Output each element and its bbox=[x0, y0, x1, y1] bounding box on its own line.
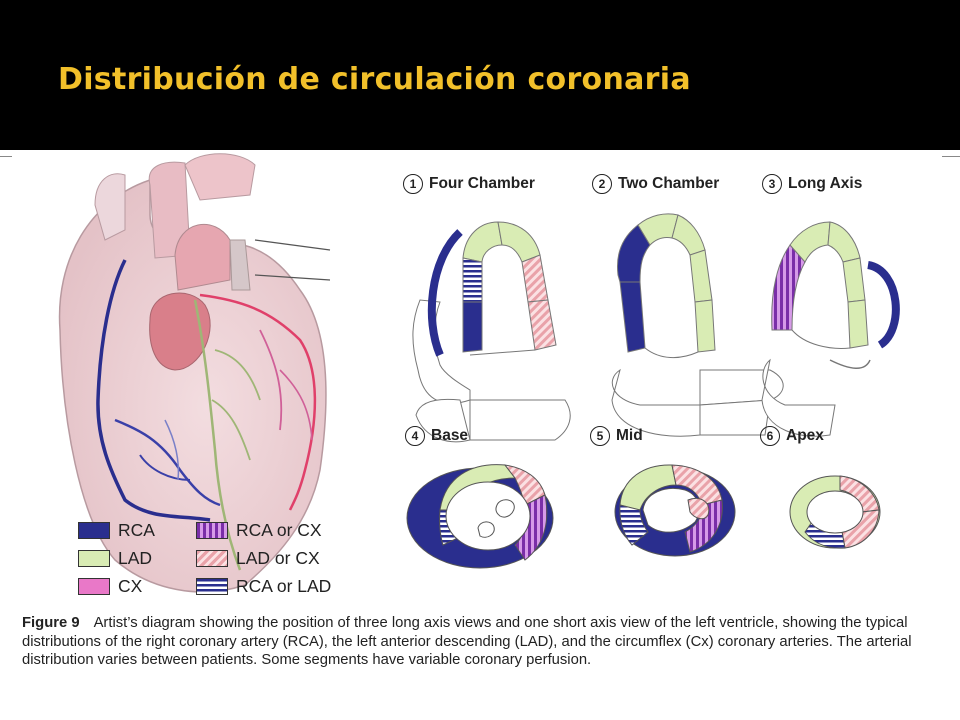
apex-short-axis bbox=[789, 475, 881, 549]
legend-rca: RCA bbox=[78, 520, 155, 541]
legend-swatch-rca-or-cx bbox=[196, 522, 228, 539]
mid-short-axis bbox=[614, 464, 736, 557]
long-axis-view bbox=[761, 221, 900, 437]
legend-rca-or-cx: RCA or CX bbox=[196, 520, 322, 541]
caption-text: Artist’s diagram showing the position of… bbox=[22, 615, 912, 668]
figure-label: Figure 9 bbox=[22, 615, 80, 631]
slide-title: Distribución de circulación coronaria bbox=[58, 62, 691, 97]
legend-swatch-lad bbox=[78, 550, 110, 567]
legend-swatch-cx bbox=[78, 578, 110, 595]
divider-left bbox=[0, 156, 12, 157]
legend-cx: CX bbox=[78, 576, 142, 597]
legend-rca-or-lad: RCA or LAD bbox=[196, 576, 331, 597]
legend-lad-or-cx: LAD or CX bbox=[196, 548, 320, 569]
divider-right bbox=[942, 156, 960, 157]
legend-swatch-lad-or-cx bbox=[196, 550, 228, 567]
legend-swatch-rca-or-lad bbox=[196, 578, 228, 595]
legend-swatch-rca bbox=[78, 522, 110, 539]
base-short-axis bbox=[406, 464, 554, 569]
two-chamber-view bbox=[611, 213, 784, 437]
legend-lad: LAD bbox=[78, 548, 152, 569]
four-chamber-view bbox=[412, 221, 571, 443]
heart-illustration bbox=[58, 153, 331, 593]
